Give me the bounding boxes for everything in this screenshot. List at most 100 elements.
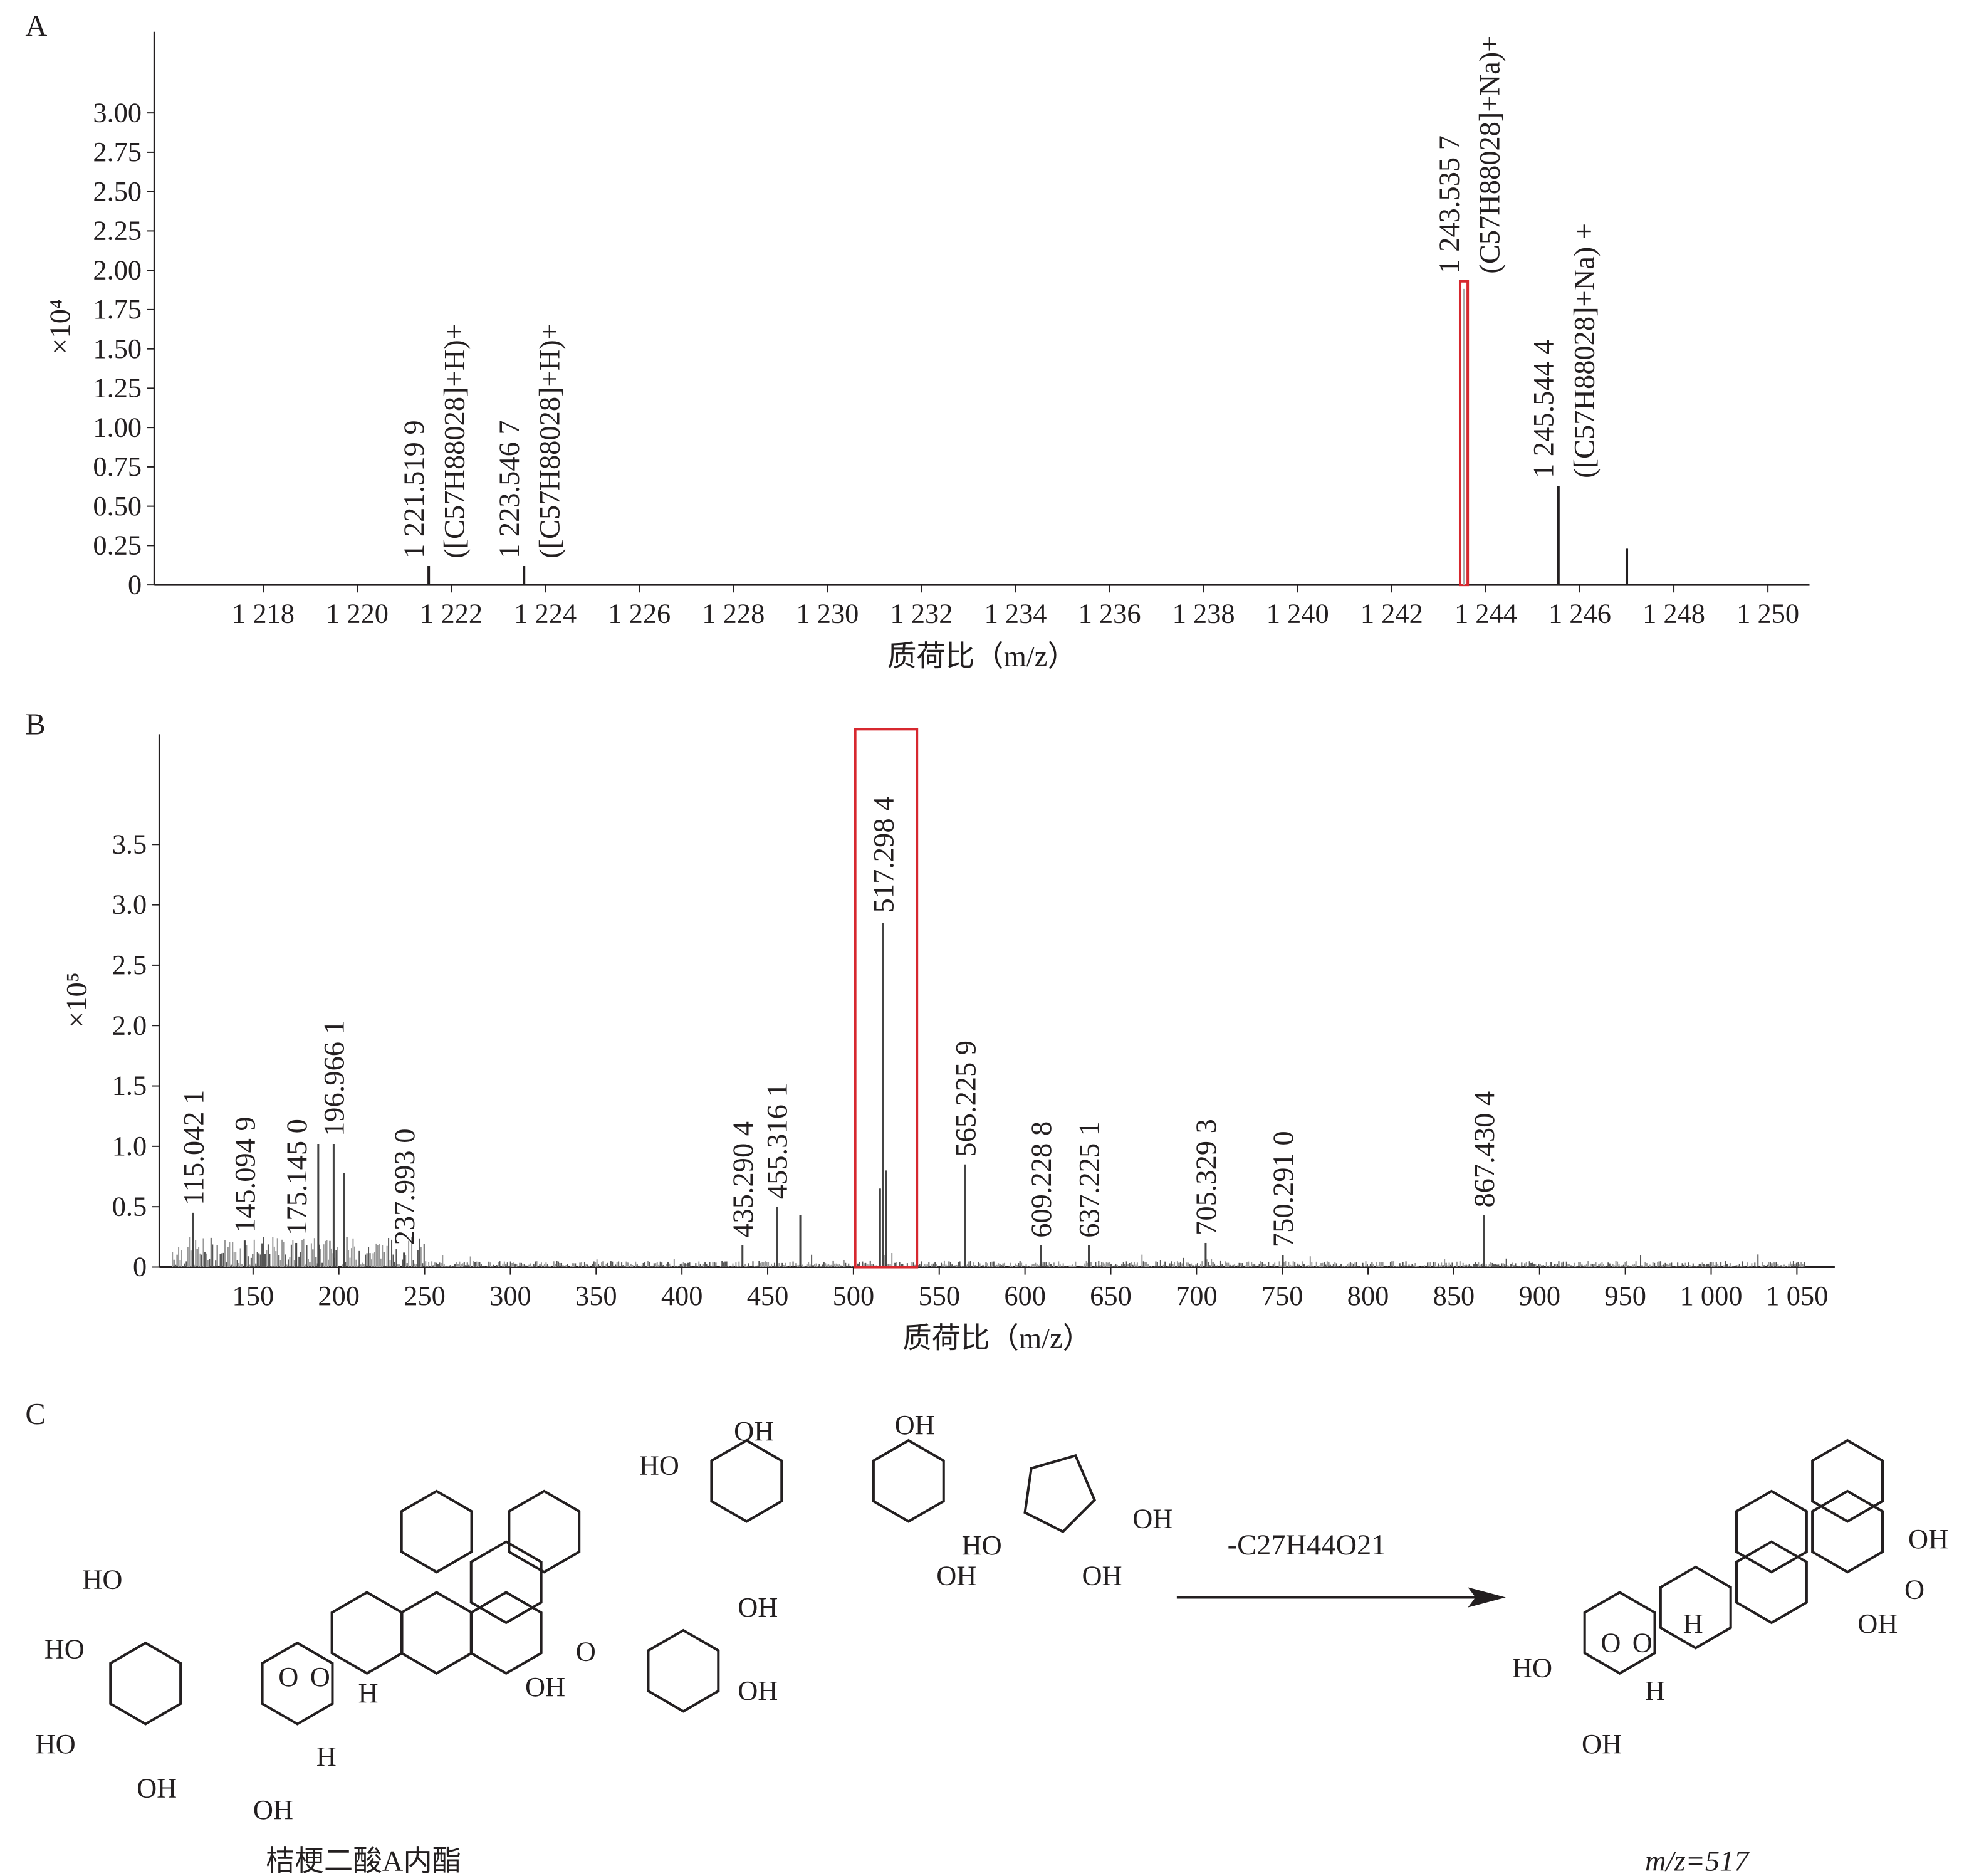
y-tick-label: 1.25 [93,372,142,404]
steroid-ring [508,1489,581,1574]
x-tick-label: 1 218 [232,598,295,629]
atom-label-o: O [310,1661,330,1692]
x-tick-label: 400 [661,1280,703,1311]
product-ring [1735,1540,1808,1625]
y-tick-label: 1.0 [112,1130,147,1161]
highlight-box [854,728,919,1269]
y-tick-label: 1.00 [93,411,142,443]
peak-label: 237.993 0 [389,1129,421,1245]
peak-label: 637.225 1 [1074,1121,1106,1238]
y-tick-label: 2.25 [93,215,142,246]
sugar-ring [647,1628,720,1713]
steroid-ring [400,1591,473,1675]
x-tick-label: 750 [1261,1280,1303,1311]
atom-label-o: O [1904,1574,1924,1605]
peak-label: 175.145 0 [281,1119,313,1235]
sugar-ring [710,1438,783,1523]
peak-label: 1 245.544 4 [1528,340,1560,478]
x-tick-label: 1 050 [1765,1280,1828,1311]
product-ring [1659,1565,1732,1650]
y-tick-label: 0.50 [93,490,142,521]
y-tick-label: 1.50 [93,333,142,364]
y-tick-label: 0.5 [112,1190,147,1222]
product-ring [1735,1489,1808,1574]
x-tick-label: 150 [232,1280,274,1311]
atom-label-oh: OH [738,1675,778,1706]
atom-label-ho: HO [44,1633,85,1664]
furanose-ring [1023,1454,1097,1533]
x-tick-label: 200 [318,1280,360,1311]
x-axis-title: 质荷比（m/z） [902,1323,1092,1355]
x-tick-label: 1 234 [984,598,1047,629]
peak-label: 565.225 9 [951,1040,983,1157]
x-tick-label: 450 [747,1280,789,1311]
atom-label-oh: OH [936,1559,976,1591]
compound-name: 桔梗二酸A内酯 [266,1846,461,1876]
product-ring [1811,1489,1884,1574]
peak-label: 867.430 4 [1469,1091,1501,1208]
x-tick-label: 1 242 [1360,598,1423,629]
x-tick-label: 1 220 [326,598,389,629]
atom-label-h: H [1683,1608,1703,1639]
x-tick-label: 550 [918,1280,960,1311]
peak-label: 1 221.519 9 [399,420,431,558]
x-tick-label: 250 [404,1280,446,1311]
atom-label-o: O [1632,1627,1653,1658]
y-tick-label: 0.25 [93,530,142,561]
y-tick-label: 2.0 [112,1009,147,1040]
steroid-ring [469,1540,543,1625]
y-tick-label: 0 [133,1251,147,1282]
x-tick-label: 500 [833,1280,875,1311]
y-tick-label: 2.75 [93,136,142,167]
y-tick-label: 3.00 [93,97,142,128]
panel-label-b: B [25,708,45,741]
peak-label: 609.228 8 [1026,1121,1058,1238]
y-tick-label: 1.75 [93,293,142,325]
product-ring [1583,1591,1656,1675]
mass-loss-label: -C27H44O21 [1228,1529,1386,1561]
arrow-head-icon [1468,1587,1506,1608]
x-tick-label: 1 238 [1172,598,1235,629]
x-tick-label: 1 228 [702,598,765,629]
panel-label-a: A [25,9,47,43]
peak-label: 750.291 0 [1268,1131,1300,1247]
steroid-ring [330,1591,404,1675]
y-tick-label: 2.00 [93,254,142,285]
ion-label: (C57H88028]+Na)+ [1475,36,1507,274]
x-tick-label: 1 230 [796,598,859,629]
steroid-ring [400,1489,473,1574]
x-tick-label: 1 240 [1266,598,1329,629]
atom-label-oh: OH [137,1773,177,1804]
y-tick-label: 3.0 [112,889,147,920]
atom-label-oh: OH [525,1671,565,1702]
x-tick-label: 300 [489,1280,531,1311]
panel-label-c: C [25,1398,45,1431]
x-tick-label: 1 226 [608,598,671,629]
peak-label: 145.094 9 [230,1116,262,1233]
peak-label: 705.329 3 [1191,1119,1223,1235]
atom-label-ho: HO [962,1529,1002,1561]
atom-label-oh: OH [1082,1559,1122,1591]
y-tick-label: 2.50 [93,176,142,207]
y-tick-label: 3.5 [112,828,147,859]
peak-label: 196.966 1 [319,1020,351,1136]
x-tick-label: 1 244 [1454,598,1517,629]
ion-label: ([C57H88028]+H)+ [439,323,471,558]
atom-label-ho: HO [36,1728,76,1759]
y-tick-label: 0 [128,569,142,600]
x-tick-label: 850 [1433,1280,1475,1311]
steroid-ring [109,1641,182,1726]
atom-label-o: O [278,1661,298,1692]
atom-label-oh: OH [895,1409,935,1440]
x-tick-label: 350 [575,1280,617,1311]
atom-label-h: H [358,1677,378,1709]
x-tick-label: 950 [1604,1280,1646,1311]
atom-label-h: H [1645,1675,1665,1706]
x-tick-label: 1 222 [420,598,483,629]
atom-label-oh: OH [1908,1523,1948,1554]
x-tick-label: 700 [1176,1280,1218,1311]
x-tick-label: 1 248 [1642,598,1705,629]
peak-label: 1 243.535 7 [1434,135,1466,274]
x-tick-label: 1 236 [1078,598,1141,629]
